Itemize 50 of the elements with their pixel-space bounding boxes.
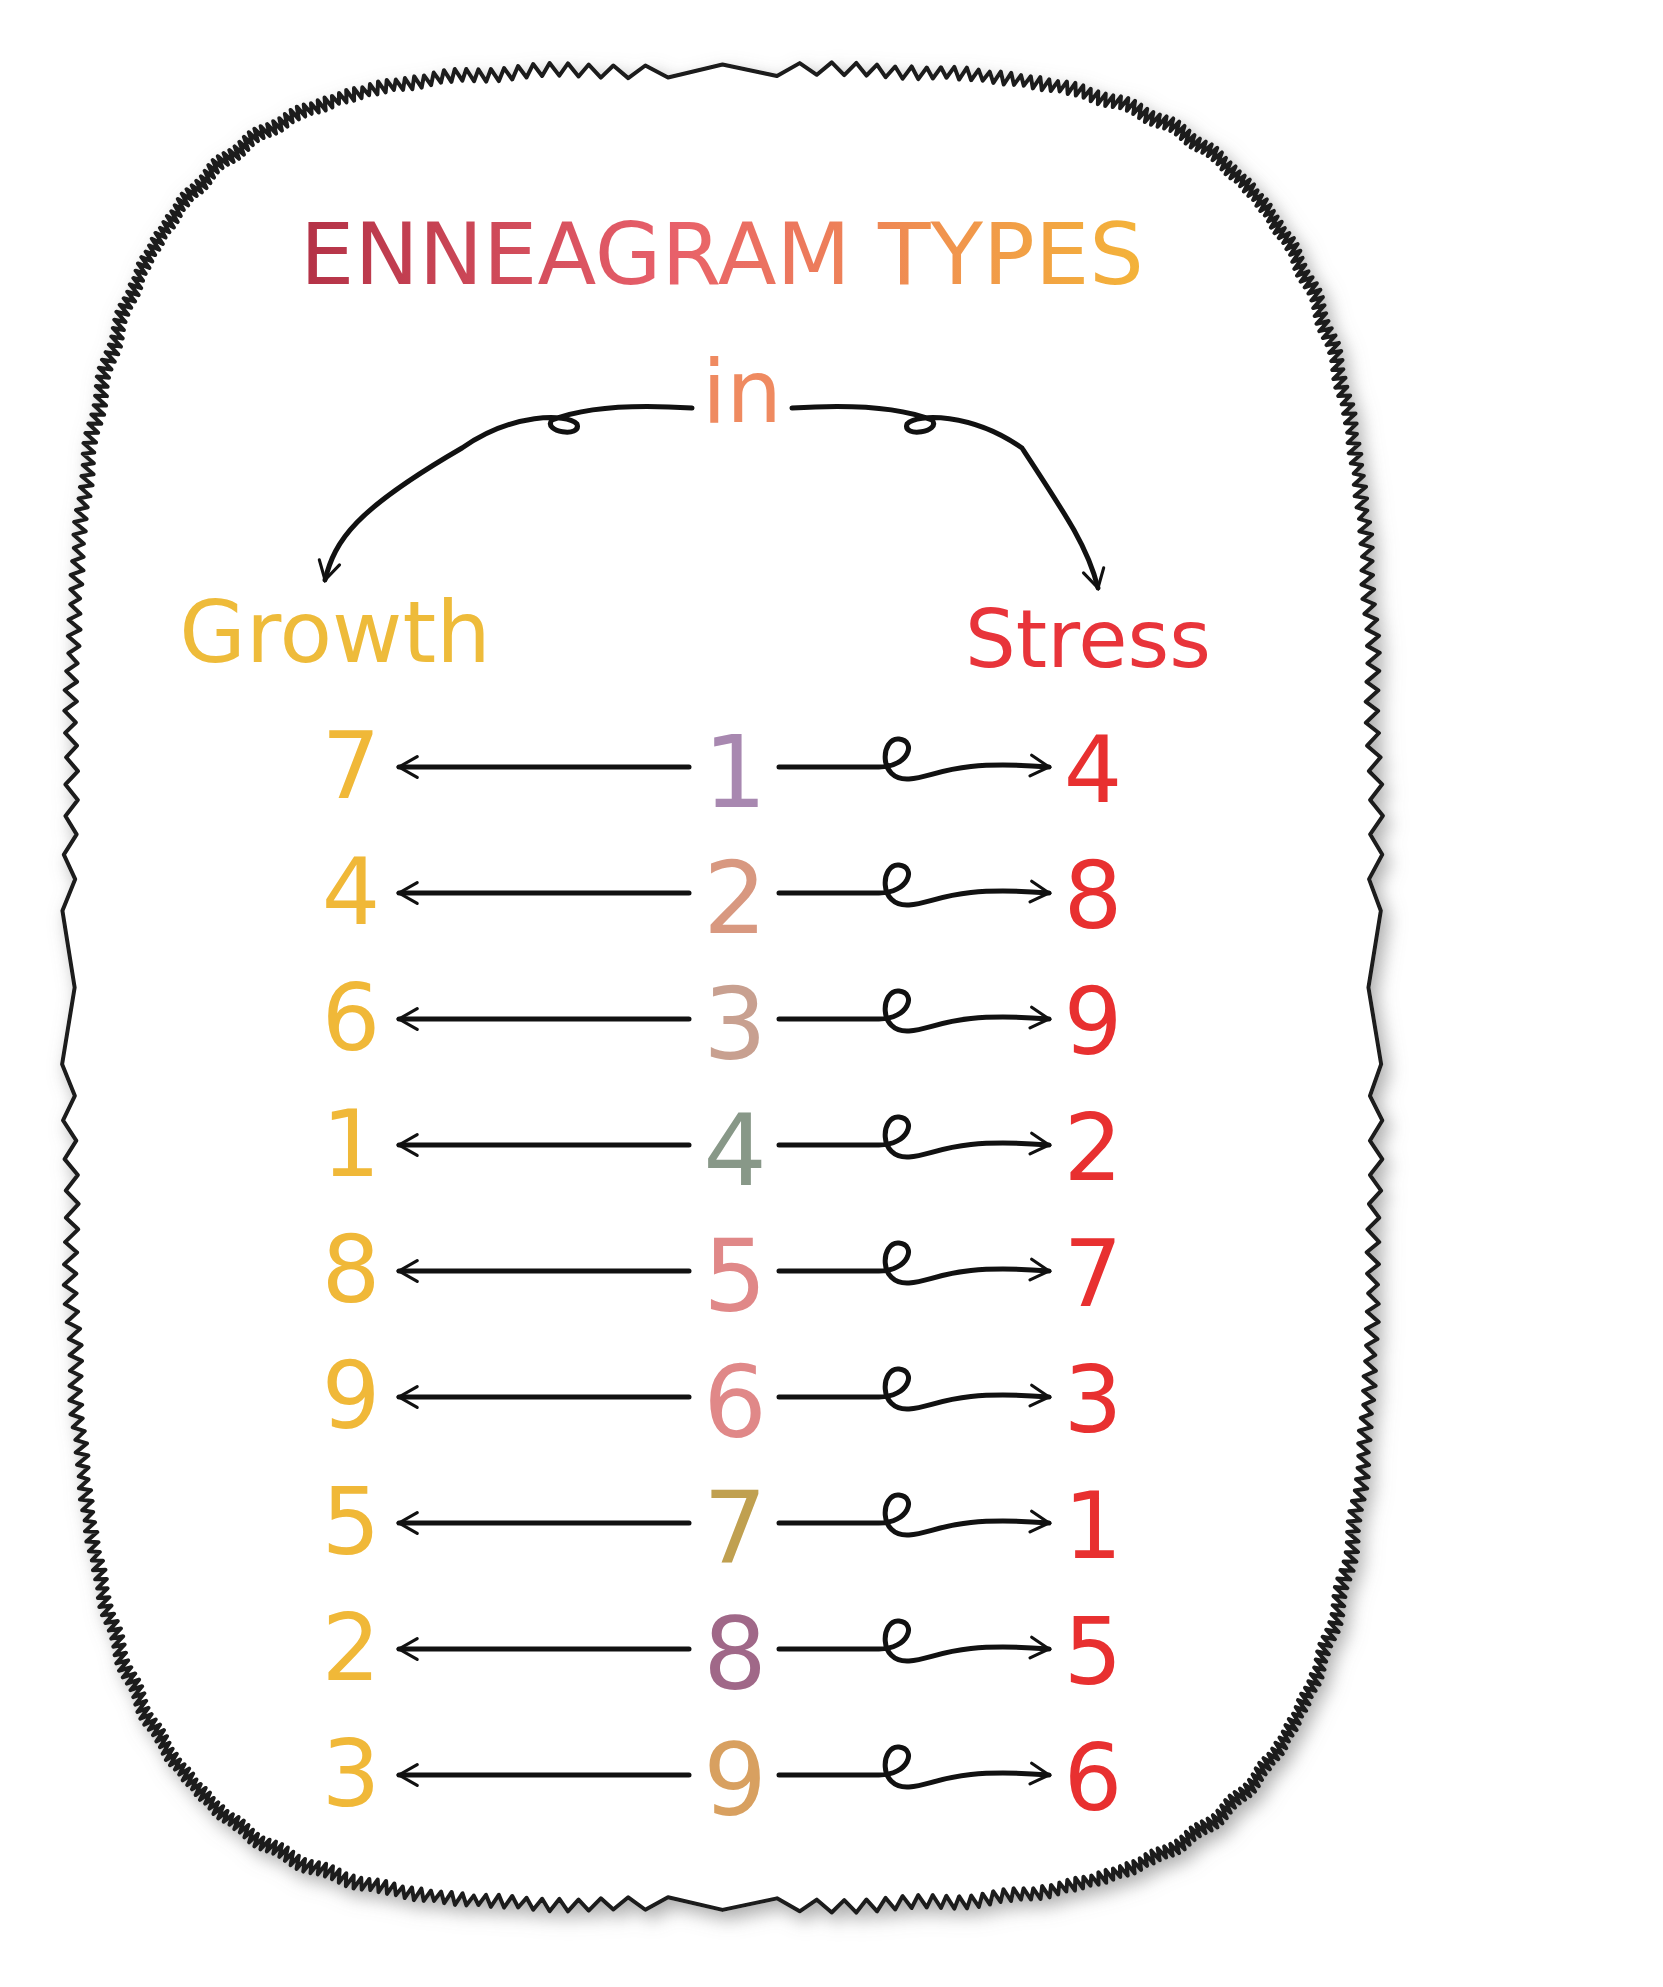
curly-arrow bbox=[776, 1618, 1052, 1664]
stress-type-number: 1 bbox=[1063, 1481, 1123, 1573]
curly-arrow bbox=[776, 736, 1052, 782]
curly-arrow bbox=[776, 1240, 1052, 1286]
arrow bbox=[396, 1637, 692, 1661]
core-type-number: 2 bbox=[703, 849, 767, 949]
curly-arrow bbox=[776, 1744, 1052, 1790]
growth-type-number: 4 bbox=[321, 847, 381, 939]
stress-type-number: 2 bbox=[1063, 1103, 1123, 1195]
curly-arrow bbox=[776, 1492, 1052, 1538]
core-type-number: 3 bbox=[703, 975, 767, 1075]
arrow bbox=[396, 1385, 692, 1409]
core-type-number: 1 bbox=[703, 723, 767, 823]
column-heading: Stress bbox=[965, 600, 1211, 680]
growth-type-number: 1 bbox=[321, 1099, 381, 1191]
arrow bbox=[396, 1511, 692, 1535]
arrow bbox=[396, 881, 692, 905]
core-type-number: 4 bbox=[703, 1101, 767, 1201]
column-heading: Growth bbox=[179, 589, 491, 675]
curly-arrow bbox=[776, 988, 1052, 1034]
growth-type-number: 5 bbox=[321, 1477, 381, 1569]
core-type-number: 7 bbox=[703, 1479, 767, 1579]
growth-type-number: 3 bbox=[321, 1729, 381, 1821]
core-type-number: 6 bbox=[703, 1353, 767, 1453]
arrow bbox=[396, 1763, 692, 1787]
curved-arrow bbox=[789, 404, 1105, 591]
stress-type-number: 8 bbox=[1063, 851, 1123, 943]
stress-type-number: 9 bbox=[1063, 977, 1123, 1069]
arrow bbox=[396, 1133, 692, 1157]
growth-type-number: 8 bbox=[321, 1225, 381, 1317]
arrow bbox=[396, 1259, 692, 1283]
curly-arrow bbox=[776, 1366, 1052, 1412]
curly-arrow bbox=[776, 1114, 1052, 1160]
growth-type-number: 2 bbox=[321, 1603, 381, 1695]
core-type-number: 5 bbox=[703, 1227, 767, 1327]
core-type-number: 8 bbox=[703, 1605, 767, 1705]
growth-type-number: 6 bbox=[321, 973, 381, 1065]
growth-type-number: 7 bbox=[321, 721, 381, 813]
stress-type-number: 5 bbox=[1063, 1607, 1123, 1699]
stress-type-number: 3 bbox=[1063, 1355, 1123, 1447]
stress-type-number: 6 bbox=[1063, 1733, 1123, 1825]
arrow bbox=[396, 1007, 692, 1031]
curly-arrow bbox=[776, 862, 1052, 908]
core-type-number: 9 bbox=[703, 1731, 767, 1831]
stress-type-number: 7 bbox=[1063, 1229, 1123, 1321]
growth-type-number: 9 bbox=[321, 1351, 381, 1443]
arrow bbox=[396, 755, 692, 779]
curved-arrow bbox=[318, 404, 695, 583]
connector-word: in bbox=[701, 348, 783, 436]
stress-type-number: 4 bbox=[1063, 725, 1123, 817]
